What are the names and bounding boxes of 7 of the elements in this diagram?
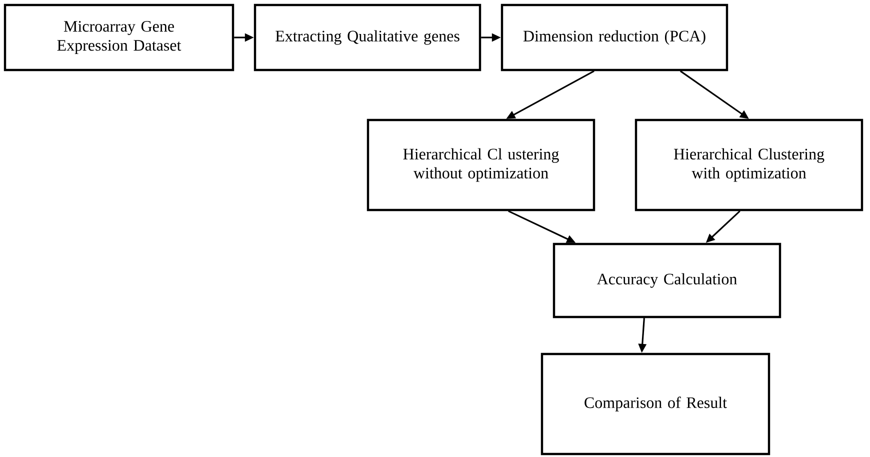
process-box: Comparison of Result xyxy=(540,352,770,456)
process-box: Extracting Qualitative genes xyxy=(254,4,482,72)
process-box: Hierarchical Clustering with optimization xyxy=(634,118,864,212)
process-box: Dimension reduction (PCA) xyxy=(500,4,728,72)
process-box: Hierarchical Cl ustering without optimization xyxy=(366,118,596,212)
process-box: Accuracy Calculation xyxy=(552,242,782,318)
process-box: Microarray Gene Expression Dataset xyxy=(4,4,234,72)
